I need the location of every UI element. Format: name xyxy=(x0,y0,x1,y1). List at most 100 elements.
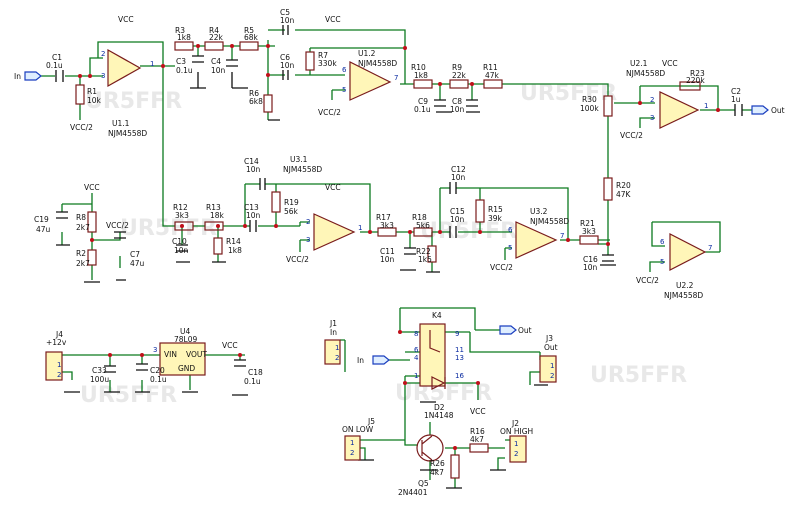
label-comp-u4: U4 xyxy=(180,327,190,336)
label-comp-r17v: 3k3 xyxy=(380,221,394,230)
label-comp-c3v: 0.1u xyxy=(176,66,193,75)
label-comp-r18v: 5k6 xyxy=(416,221,430,230)
label-comp-c1v: 0.1u xyxy=(46,61,63,70)
label-comp-j4: J4 xyxy=(55,330,63,339)
label-comp-r3: R3 xyxy=(175,26,185,35)
label-comp-gndp: GND xyxy=(178,364,195,373)
label-comp-c33: C33 xyxy=(92,366,107,375)
watermark: UR5FFR xyxy=(120,216,217,241)
label-comp-c12v: 10n xyxy=(451,173,466,182)
label-comp-c18: C18 xyxy=(248,368,263,377)
label-comp-c10v: 10n xyxy=(174,246,189,255)
label-pins-p1: 1 xyxy=(414,372,418,380)
label-pins-p6: 6 xyxy=(414,346,419,354)
label-comp-r7: R7 xyxy=(318,51,328,60)
label-comp-r6: R6 xyxy=(249,89,259,98)
label-comp-d2v: 1N4148 xyxy=(424,411,454,420)
junctions xyxy=(78,44,720,450)
label-pins-p3: 3 xyxy=(650,114,654,122)
label-pins-p1: 1 xyxy=(358,224,362,232)
label-comp-r30v: 100k xyxy=(580,104,599,113)
label-comp-c11v: 10n xyxy=(380,255,395,264)
label-comp-c9v: 0.1u xyxy=(414,105,431,114)
u2-2-part: NJM4558D xyxy=(664,291,703,300)
label-comp-r8: R8 xyxy=(76,213,86,222)
label-pins-p6: 6 xyxy=(342,66,347,74)
label-comp-r17: R17 xyxy=(376,213,391,222)
label-power-vcc: VCC xyxy=(222,341,238,350)
label-comp-r14: R14 xyxy=(226,237,241,246)
label-comp-r8v: 2k7 xyxy=(76,223,90,232)
resistors xyxy=(75,41,701,479)
label-comp-c5: C5 xyxy=(280,8,290,17)
label-comp-r10: R10 xyxy=(411,63,426,72)
label-pins-p5: 5 xyxy=(660,258,664,266)
label-comp-r16v: 4k7 xyxy=(470,435,484,444)
wires xyxy=(40,29,752,488)
u1-1-part: NJM4558D xyxy=(108,129,147,138)
label-comp-r11: R11 xyxy=(483,63,498,72)
label-pins-p1: 1 xyxy=(57,361,61,369)
label-comp-r2v: 2k7 xyxy=(76,259,90,268)
label-comp-q5v: 2N4401 xyxy=(398,488,428,497)
u3-2-part: NJM4558D xyxy=(530,217,569,226)
label-comp-r16: R16 xyxy=(470,427,485,436)
label-comp-r19v: 56k xyxy=(284,207,299,216)
label-ports-out: Out xyxy=(771,106,785,115)
relay-k4 xyxy=(419,323,446,387)
label-power-vcc: VCC xyxy=(325,15,341,24)
label-power-vcc2: VCC/2 xyxy=(286,255,309,264)
watermarks: UR5FFR UR5FFR UR5FFR UR5FFR UR5FFR UR5FF… xyxy=(80,81,687,408)
label-pins-p9: 9 xyxy=(455,330,459,338)
label-comp-c14v: 10n xyxy=(246,165,261,174)
label-comp-c5v: 10n xyxy=(280,16,295,25)
label-comp-r1: R1 xyxy=(87,87,97,96)
label-comp-r20: R20 xyxy=(616,181,631,190)
label-comp-r19: R19 xyxy=(284,198,299,207)
label-comp-u4v: 78L09 xyxy=(174,335,197,344)
label-comp-r14v: 1k8 xyxy=(228,246,242,255)
label-comp-c7v: 47u xyxy=(130,259,145,268)
op-amp-u2-1: 2 3 1 U2.1 NJM4558D xyxy=(626,59,708,129)
label-comp-r20v: 47K xyxy=(616,190,632,199)
label-comp-c8v: 10n xyxy=(450,105,465,114)
label-comp-r23v: 220k xyxy=(686,76,705,85)
label-comp-j3: J3 xyxy=(545,334,553,343)
label-comp-r26: R26 xyxy=(430,459,445,468)
label-comp-j1v: In xyxy=(330,328,337,337)
label-pins-p2: 2 xyxy=(350,449,354,457)
label-comp-c7: C7 xyxy=(130,250,140,259)
label-pins-p1: 1 xyxy=(335,344,339,352)
label-pins-p2: 2 xyxy=(306,218,310,226)
label-comp-r5: R5 xyxy=(244,26,254,35)
label-comp-c4: C4 xyxy=(211,57,221,66)
label-comp-r13: R13 xyxy=(206,203,221,212)
label-pins-p2: 2 xyxy=(57,371,61,379)
label-comp-c16v: 10n xyxy=(583,263,598,272)
label-comp-c3: C3 xyxy=(176,57,186,66)
label-pins-p1: 1 xyxy=(514,440,518,448)
op-amp-u3-1: 2 3 1 U3.1 NJM4558D xyxy=(283,155,362,251)
label-pins-p8: 8 xyxy=(414,330,418,338)
label-ports-in: In xyxy=(357,356,364,365)
label-comp-j4v: +12v xyxy=(46,338,67,347)
label-comp-r4: R4 xyxy=(209,26,219,35)
transistor-q5 xyxy=(416,434,444,462)
label-ports-in: In xyxy=(14,72,21,81)
label-comp-r12v: 3k3 xyxy=(175,211,189,220)
label-pins-p2: 2 xyxy=(550,372,554,380)
label-comp-r9v: 22k xyxy=(452,71,467,80)
watermark: UR5FFR xyxy=(80,383,177,408)
label-comp-c1: C1 xyxy=(52,53,62,62)
label-comp-c16: C16 xyxy=(583,255,598,264)
diode-d2 xyxy=(431,376,446,390)
label-comp-r22: R22 xyxy=(416,247,431,256)
label-comp-c20: C20 xyxy=(150,366,165,375)
label-power-vcc: VCC xyxy=(662,59,678,68)
label-comp-c2: C2 xyxy=(731,87,741,96)
label-pins-p5: 5 xyxy=(508,244,512,252)
label-comp-r3v: 1k8 xyxy=(177,33,191,42)
label-comp-c4v: 10n xyxy=(211,66,226,75)
